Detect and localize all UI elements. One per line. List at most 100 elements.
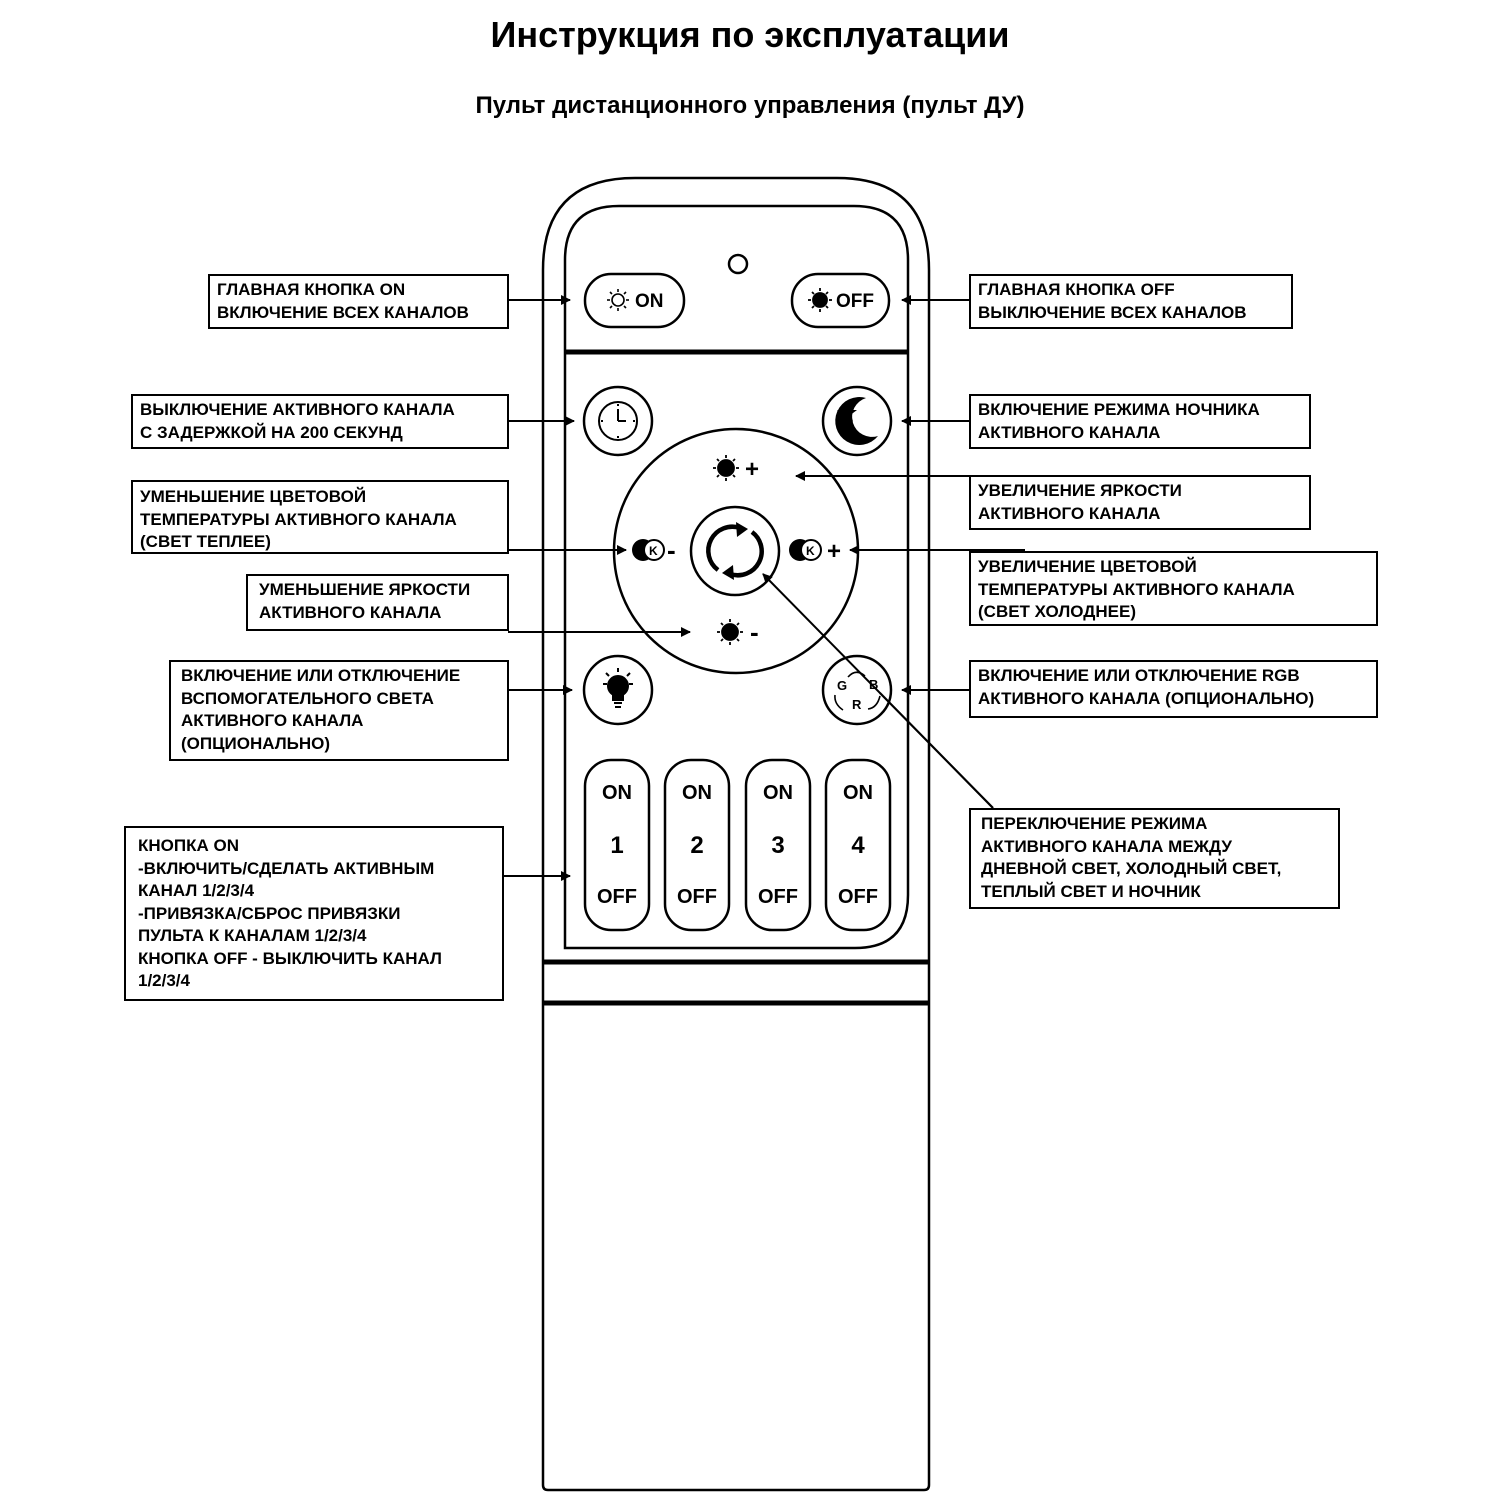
channel-button-outline [663,758,731,932]
callout-line: АКТИВНОГО КАНАЛА [259,602,442,622]
rgb-button[interactable]: G B R [821,654,893,726]
callout-line: АКТИВНОГО КАНАЛА [978,422,1161,442]
brightness-down-button[interactable]: - [717,617,759,647]
indicator-led [727,253,749,275]
callout-temp-up: УВЕЛИЧЕНИЕ ЦВЕТОВОЙ ТЕМПЕРАТУРЫ АКТИВНОГ… [969,551,1378,626]
main-off-button[interactable]: OFF [790,272,891,329]
callout-main-off: ГЛАВНАЯ КНОПКА OFF ВЫКЛЮЧЕНИЕ ВСЕХ КАНАЛ… [969,274,1293,329]
callout-line: ПУЛЬТА К КАНАЛАМ 1/2/3/4 [138,926,367,945]
callout-line: (ОПЦИОНАЛЬНО) [181,733,331,753]
minus-sign: - [750,617,759,647]
color-temp-up-button[interactable]: K + [789,538,841,565]
callout-line: ВЫКЛЮЧЕНИЕ ВСЕХ КАНАЛОВ [978,302,1247,322]
plus-sign: + [745,456,759,483]
channel-on-label: ON [602,782,632,804]
callout-aux-light: ВКЛЮЧЕНИЕ ИЛИ ОТКЛЮЧЕНИЕ ВСПОМОГАТЕЛЬНОГ… [169,660,509,761]
callout-line: ТЕМПЕРАТУРЫ АКТИВНОГО КАНАЛА [140,509,457,529]
channel-on-label: ON [682,782,712,804]
callout-pointers [455,295,1025,881]
callout-line: -ПРИВЯЗКА/СБРОС ПРИВЯЗКИ [138,903,401,923]
page-subtitle: Пульт дистанционного управления (пульт Д… [475,92,1025,119]
channel-number: 4 [851,832,865,859]
callout-line: КНОПКА ON [138,836,239,855]
callout-delay-off: ВЫКЛЮЧЕНИЕ АКТИВНОГО КАНАЛА С ЗАДЕРЖКОЙ … [131,394,509,449]
callout-main-on: ГЛАВНАЯ КНОПКА ON ВКЛЮЧЕНИЕ ВСЕХ КАНАЛОВ [208,274,509,329]
callout-line: УВЕЛИЧЕНИЕ ЦВЕТОВОЙ [978,557,1197,576]
callout-channel-buttons: КНОПКА ON -ВКЛЮЧИТЬ/СДЕЛАТЬ АКТИВНЫМ КАН… [124,826,504,1001]
callout-line: ВКЛЮЧЕНИЕ РЕЖИМА НОЧНИКА [978,400,1260,419]
callout-line: ТЕПЛЫЙ СВЕТ И НОЧНИК [981,881,1201,901]
callout-line: АКТИВНОГО КАНАЛА МЕЖДУ [981,836,1232,856]
clock-icon [598,401,638,441]
rgb-cycle-icon: G B R [834,671,881,712]
callout-line: КНОПКА OFF - ВЫКЛЮЧИТЬ КАНАЛ [138,948,442,968]
main-off-label: OFF [836,291,874,312]
refresh-cycle-icon [706,524,764,578]
callout-line: ВКЛЮЧЕНИЕ ВСЕХ КАНАЛОВ [217,302,469,322]
callout-night-mode: ВКЛЮЧЕНИЕ РЕЖИМА НОЧНИКА АКТИВНОГО КАНАЛ… [969,394,1311,449]
callout-line: ВЫКЛЮЧЕНИЕ АКТИВНОГО КАНАЛА [140,400,455,419]
lightbulb-icon [603,668,633,708]
color-temp-down-button[interactable]: K - [632,535,676,565]
callout-line: -ВКЛЮЧИТЬ/СДЕЛАТЬ АКТИВНЫМ [138,858,435,878]
callout-line: (СВЕТ ТЕПЛЕЕ) [140,532,271,551]
channel-on-label: ON [763,782,793,804]
plus-sign: + [827,538,841,565]
timer-button[interactable] [582,385,654,457]
callout-temp-down: УМЕНЬШЕНИЕ ЦВЕТОВОЙ ТЕМПЕРАТУРЫ АКТИВНОГ… [131,480,509,554]
callout-line: ГЛАВНАЯ КНОПКА ON [217,280,406,299]
callout-line: (СВЕТ ХОЛОДНЕЕ) [978,602,1137,621]
callout-line: ДНЕВНОЙ СВЕТ, ХОЛОДНЫЙ СВЕТ, [981,859,1282,878]
callout-line: ВКЛЮЧЕНИЕ ИЛИ ОТКЛЮЧЕНИЕ RGB [978,666,1300,685]
k-symbol: K [806,544,815,558]
callout-line: УВЕЛИЧЕНИЕ ЯРКОСТИ [978,481,1182,500]
sun-filled-icon [717,619,743,645]
callout-brightness-down: УМЕНЬШЕНИЕ ЯРКОСТИ АКТИВНОГО КАНАЛА [246,574,509,631]
star-icon [837,403,857,422]
channel-button-outline [744,758,812,932]
brightness-up-button[interactable]: + [713,455,759,483]
main-on-button[interactable]: ON [583,272,686,329]
sun-outline-icon [607,289,629,311]
sun-filled-icon [713,455,739,481]
channel-off-label: OFF [758,886,798,908]
night-mode-button[interactable] [821,385,893,457]
minus-sign: - [667,535,676,565]
callout-line: АКТИВНОГО КАНАЛА [978,503,1161,523]
callout-line: УМЕНЬШЕНИЕ ЦВЕТОВОЙ [140,487,367,506]
aux-light-button[interactable] [582,654,654,726]
channel-off-label: OFF [677,886,717,908]
callout-line: КАНАЛ 1/2/3/4 [138,881,255,900]
rgb-letter-g: G [837,678,847,693]
mode-switch-button[interactable] [689,505,781,597]
pointer-rgb-to-mode-box [879,692,994,809]
callout-line: АКТИВНОГО КАНАЛА (ОПЦИОНАЛЬНО) [978,688,1315,708]
callout-line: ВКЛЮЧЕНИЕ ИЛИ ОТКЛЮЧЕНИЕ [181,666,461,685]
page-title: Инструкция по эксплуатации [490,14,1010,55]
callout-line: УМЕНЬШЕНИЕ ЯРКОСТИ [259,580,471,599]
color-temp-icon: K [632,539,665,561]
callout-line: ТЕМПЕРАТУРЫ АКТИВНОГО КАНАЛА [978,579,1295,599]
channel-number: 3 [771,832,784,859]
moon-icon [835,397,878,446]
callout-line: ГЛАВНАЯ КНОПКА OFF [978,280,1175,299]
callout-line: АКТИВНОГО КАНАЛА [181,711,364,730]
channel-on-label: ON [843,782,873,804]
callout-line: ВСПОМОГАТЕЛЬНОГО СВЕТА [181,688,434,708]
rgb-letter-r: R [852,697,862,712]
callout-line: ПЕРЕКЛЮЧЕНИЕ РЕЖИМА [981,814,1208,833]
k-symbol: K [649,544,658,558]
callout-line: 1/2/3/4 [138,971,190,990]
callout-mode-switch: ПЕРЕКЛЮЧЕНИЕ РЕЖИМА АКТИВНОГО КАНАЛА МЕЖ… [969,808,1340,909]
rgb-letter-b: B [869,677,878,692]
channel-off-label: OFF [597,886,637,908]
sun-filled-icon [808,288,832,312]
channel-button-outline [824,758,892,932]
channel-number: 2 [690,832,703,859]
